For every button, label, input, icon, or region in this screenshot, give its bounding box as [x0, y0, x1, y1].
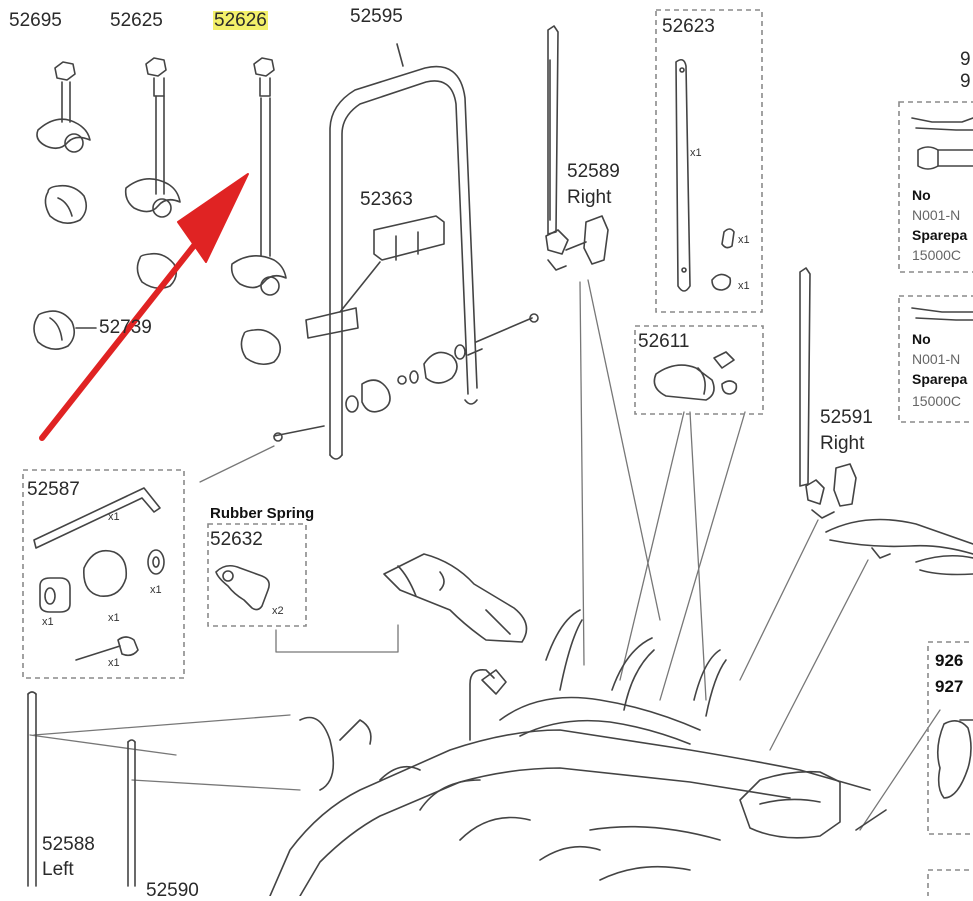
qty-knob: x1 [108, 612, 120, 624]
pivot-part-icon [383, 553, 528, 643]
qty-52623-strap: x1 [690, 147, 702, 159]
qty-allen-key: x1 [108, 511, 120, 523]
label-52587: 52587 [27, 479, 80, 500]
right-code-1: N001-N [912, 207, 961, 223]
box-right-2 [898, 295, 973, 423]
label-9-partial-b: 9 [960, 71, 971, 92]
label-52588-side: Left [42, 859, 74, 880]
label-927-partial: 927 [935, 677, 964, 696]
right-num-2: 15000C [912, 393, 962, 409]
right-spare-2: Sparepa [912, 371, 968, 387]
label-52739: 52739 [99, 317, 152, 338]
wheel-holder-52695-icon [36, 61, 91, 224]
post-52588-icon [27, 691, 136, 887]
qty-52623-nut: x1 [738, 280, 750, 292]
box-52623 [655, 9, 763, 313]
box-bottom-right [927, 869, 973, 896]
right-num-1: 15000C [912, 247, 962, 263]
qty-rubber-spring: x2 [272, 605, 284, 617]
wheel-holder-52626-icon [230, 57, 287, 366]
label-52363: 52363 [360, 189, 413, 210]
label-52590-partial: 52590 [146, 880, 199, 901]
box-52632 [207, 523, 307, 627]
qty-52623-clip: x1 [738, 234, 750, 246]
knob-52739-icon [33, 310, 97, 350]
wheel-tray-icon [825, 518, 973, 576]
bike-carrier-body-icon [269, 609, 887, 896]
red-arrow-icon [39, 173, 249, 441]
right-no-1: No [912, 187, 931, 203]
clip-52363-icon [339, 215, 445, 313]
box-52611 [634, 325, 764, 415]
wheel-holder-52625-icon [124, 57, 181, 290]
qty-spacer: x1 [42, 616, 54, 628]
qty-washer: x1 [150, 584, 162, 596]
label-9-partial-a: 9 [960, 49, 971, 70]
label-52623: 52623 [662, 16, 715, 37]
strap-52589-icon [545, 25, 609, 271]
label-926-partial: 926 [935, 651, 964, 670]
label-rubber-spring: Rubber Spring [210, 505, 315, 522]
label-52595: 52595 [350, 6, 403, 27]
label-52625: 52625 [110, 10, 163, 31]
allen-key-52587-icon [33, 487, 161, 549]
label-52591: 52591 [820, 407, 873, 428]
dashed-boxes [22, 9, 973, 896]
label-52589: 52589 [567, 161, 620, 182]
box-52587 [22, 469, 185, 679]
label-52591-side: Right [820, 433, 865, 454]
right-code-2: N001-N [912, 351, 961, 367]
box-right-1 [898, 101, 973, 273]
frame-hardware-icon [273, 313, 539, 442]
label-52589-side: Right [567, 187, 612, 208]
strap-52623-icon [675, 58, 735, 292]
right-spare-1: Sparepa [912, 227, 968, 243]
leader-lines [29, 279, 941, 831]
knob-52587-icon [39, 549, 165, 661]
key-icon [911, 117, 973, 321]
frame-52595-icon [305, 43, 478, 460]
part-926-icon [936, 719, 973, 799]
box-926 [927, 641, 973, 835]
label-52632: 52632 [210, 529, 263, 550]
right-no-2: No [912, 331, 931, 347]
label-52626-highlighted: 52626 [213, 10, 268, 31]
rubber-spring-52632-icon [215, 564, 270, 611]
label-52695: 52695 [9, 10, 62, 31]
qty-bolt: x1 [108, 657, 120, 669]
strap-52591-icon [799, 267, 857, 519]
part-52611-icon [653, 351, 738, 401]
label-52611: 52611 [638, 331, 690, 352]
label-52588: 52588 [42, 834, 95, 855]
